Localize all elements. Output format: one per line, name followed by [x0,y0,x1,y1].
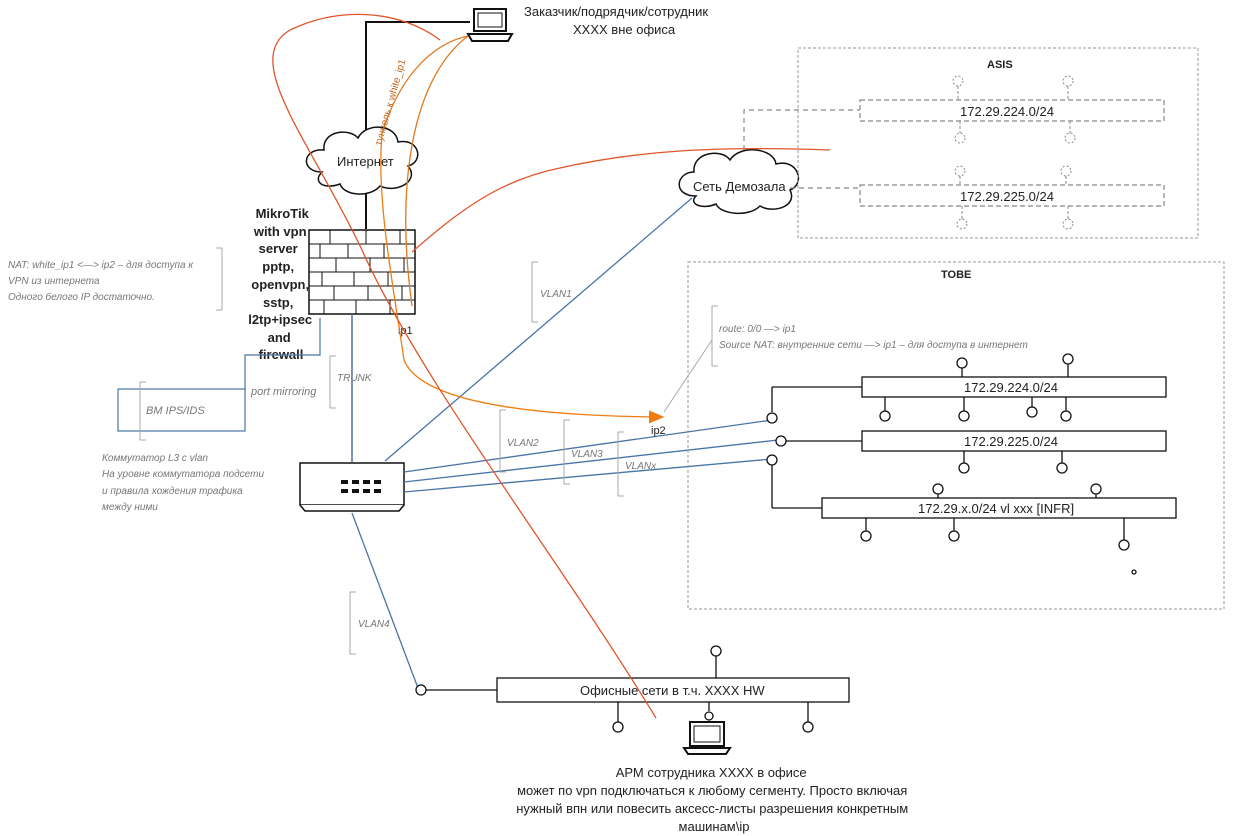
ip2-label: ip2 [651,425,666,437]
vlan1-label: VLAN1 [540,289,572,300]
red-path-demo [411,147,831,253]
demo-hall-cloud-icon [678,149,800,215]
l3-switch-icon [299,462,405,512]
arm-note: АРМ сотрудника XXXX в офисе может по vpn… [516,765,912,834]
tobe-net3-label: 172.29.x.0/24 vl xxx [INFR] [918,501,1074,516]
vlan4-bracket [349,591,356,655]
vlan3-bracket [563,419,570,485]
nat-note-bracket [216,247,223,311]
mikrotik-label: MikroTik with vpn server pptp, openvpn, … [248,206,316,362]
ip1-label: ip1 [398,325,413,337]
vlan2-link [403,419,773,473]
firewall-icon [308,229,416,315]
red-path-main [272,13,657,719]
asis-net2 [859,165,1165,230]
vlan1-link [384,197,693,462]
vlan2-label: VLAN2 [507,438,539,449]
asis-net2-label: 172.29.225.0/24 [960,189,1054,204]
tobe-net2 [861,430,1167,474]
vlan3-label: VLAN3 [571,449,603,460]
tobe-bus [766,386,862,509]
vlan3-link [403,439,779,483]
vlan2-bracket [499,409,506,473]
tunnel-curve-top [381,35,469,135]
tobe-title: TOBE [941,269,971,281]
remote-laptop-icon [466,8,514,42]
tobe-note-bracket [711,305,718,367]
trunk-label: TRUNK [337,373,373,384]
demo-asis-link-1 [743,109,860,150]
ips-ids-label: ВМ IPS/IDS [146,405,205,417]
vlanx-label: VLANx [625,461,657,472]
internet-cloud-icon [305,126,419,195]
office-net-label: Офисные сети в т.ч. XXXX HW [580,683,765,698]
internet-label: Интернет [337,154,394,169]
asis-group [797,47,1199,239]
vlan4-label: VLAN4 [358,619,390,630]
nat-note: NAT: white_ip1 <—> ip2 – для доступа к V… [8,260,196,303]
demo-hall-label: Сеть Демозала [693,179,786,194]
vlan4-link [351,512,419,689]
laptop-internet-link [365,21,470,134]
tobe-net3 [821,483,1177,575]
mirror-link [244,318,321,392]
vlan1-bracket [531,261,538,323]
asis-net1-label: 172.29.224.0/24 [960,104,1054,119]
tobe-group [687,261,1225,610]
tobe-net1 [861,353,1167,422]
trunk-bracket [329,355,336,409]
tobe-net1-label: 172.29.224.0/24 [964,380,1058,395]
ips-bracket [139,381,146,441]
ips-ids-box [117,388,246,432]
tobe-note-pointer [663,339,713,413]
asis-title: ASIS [987,59,1013,71]
tunnel-arrow [380,133,665,424]
tobe-snat-note: Source NAT: внутренние сети —> ip1 – для… [719,340,1028,351]
switch-note: Коммутатор L3 с vlan На уровне коммутато… [102,453,267,513]
tobe-route-note: route: 0/0 —> ip1 [719,324,796,335]
port-mirroring-label: port mirroring [250,386,317,398]
vlanx-link [403,458,773,493]
office-laptop-icon [682,721,732,755]
remote-title-line1: Заказчик/подрядчик/сотрудник [524,4,708,19]
tobe-net2-label: 172.29.225.0/24 [964,434,1058,449]
vlanx-bracket [617,431,624,497]
tunnel-curve-inner [405,35,469,307]
office-net [415,645,850,733]
remote-title-line2: XXXX вне офиса [573,22,676,37]
asis-net1 [859,75,1165,144]
